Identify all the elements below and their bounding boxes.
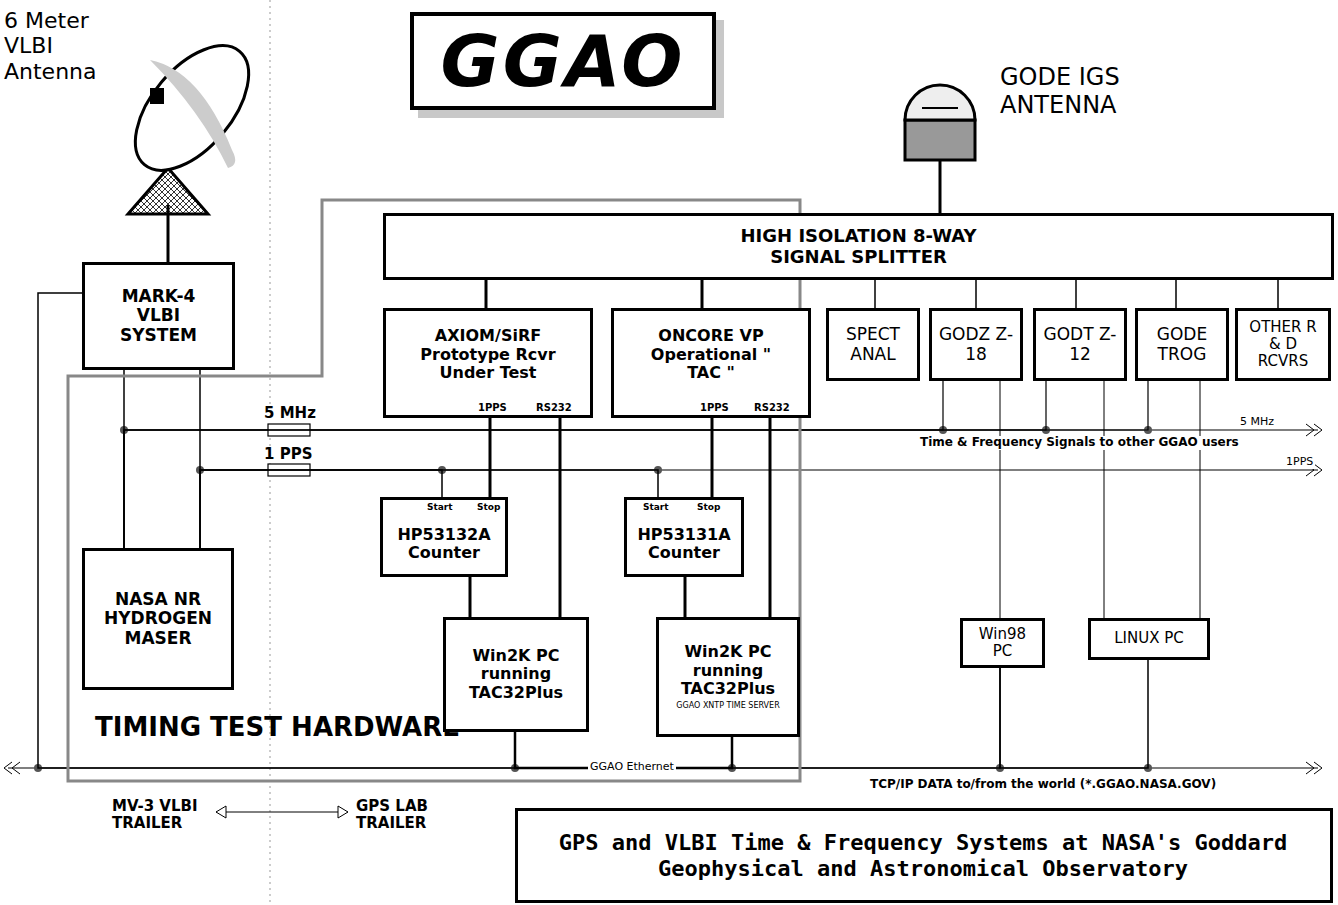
computer-box: Win2K PC running TAC32Plus	[443, 617, 589, 732]
signal-label: MV-3 VLBI TRAILER	[112, 798, 222, 833]
port-label: 1PPS	[700, 402, 729, 414]
signal-wire	[1175, 280, 1177, 308]
port-label: RS232	[754, 402, 790, 414]
port-label: Start	[643, 502, 669, 512]
node-label: OTHER R & D RCVRS	[1242, 319, 1324, 371]
bus-arrow	[1314, 424, 1322, 436]
signal-wire	[701, 280, 704, 308]
receiver-box: GODZ Z-18	[929, 308, 1023, 381]
dish-reflector	[114, 26, 270, 191]
signal-label: 5 MHz	[1238, 416, 1276, 429]
node-label: Win2K PC running TAC32Plus	[666, 643, 791, 698]
receiver-box: ONCORE VP Operational " TAC " 1PPS RS232	[611, 308, 811, 418]
dish-shading	[150, 60, 235, 168]
signal-wire	[769, 418, 772, 617]
port-label: Stop	[477, 502, 500, 512]
trailer-arrow	[216, 812, 348, 813]
computer-box: Win2K PC running TAC32PlusGGAO XNTP TIME…	[656, 617, 800, 737]
computer-box: Win98 PC	[960, 618, 1045, 668]
signal-wire	[975, 280, 977, 308]
signal-label: GGAO Ethernet	[588, 761, 676, 774]
signal-label: GPS LAB TRAILER	[356, 798, 446, 833]
node-label: Win2K PC running TAC32Plus	[454, 647, 579, 702]
signal-label: TCP/IP DATA to/from the world (*.GGAO.NA…	[868, 778, 1218, 792]
node-label: MARK-4 VLBI SYSTEM	[109, 287, 209, 346]
signal-label: Time & Frequency Signals to other GGAO u…	[918, 436, 1241, 450]
node-label: GODZ Z-18	[936, 325, 1016, 364]
caption-box: GPS and VLBI Time & Frequency Systems at…	[515, 808, 1333, 903]
signal-wire	[1104, 381, 1105, 618]
node-label: TIMING TEST HARDWARE	[95, 713, 460, 743]
receiver-box: GODT Z-12	[1033, 308, 1127, 381]
node-label: GODT Z-12	[1040, 325, 1120, 364]
region-outline: TIMING TEST HARDWARE NASA NR HYDROGEN MAS…	[66, 198, 802, 783]
signal-wire	[1200, 381, 1201, 618]
signal-wire	[1000, 381, 1001, 618]
signal-wire	[1075, 280, 1077, 308]
signal-wire	[711, 418, 714, 497]
signal-wire	[1000, 660, 1148, 768]
trailer-arrow	[338, 806, 348, 818]
port-label: Start	[427, 502, 453, 512]
signal-label: GODE IGS ANTENNA	[1000, 64, 1170, 119]
node-label: ONCORE VP Operational " TAC "	[636, 327, 786, 382]
splitter-box: HIGH ISOLATION 8-WAY SIGNAL SPLITTER	[383, 213, 1334, 280]
system-box: MARK-4 VLBI SYSTEM	[82, 262, 235, 370]
signal-wire	[684, 577, 687, 617]
node-label: LINUX PC	[1114, 630, 1184, 647]
port-label: 1PPS	[478, 402, 507, 414]
bus-arrow	[1314, 762, 1322, 774]
instrument-box: SPECT ANAL	[826, 308, 920, 381]
port-label: RS232	[536, 402, 572, 414]
antenna-pedestal	[128, 168, 208, 214]
computer-box: LINUX PC	[1088, 618, 1210, 660]
node-label: HP53131A Counter	[631, 526, 737, 563]
signal-wire	[1277, 280, 1279, 308]
signal-label: 5 MHz	[262, 405, 318, 422]
maser-box: NASA NR HYDROGEN MASER	[82, 548, 234, 690]
signal-wire	[559, 418, 562, 617]
dish-feed	[150, 88, 164, 104]
receiver-box: OTHER R & D RCVRS	[1235, 308, 1331, 381]
bus-arrow	[4, 762, 12, 774]
receiver-box: AXIOM/SiRF Prototype Rcvr Under Test 1PPS…	[383, 308, 593, 418]
node-label: AXIOM/SiRF Prototype Rcvr Under Test	[403, 327, 573, 382]
junction-dots	[34, 426, 1152, 772]
signal-label: 1 PPS	[262, 446, 314, 463]
node-label: HIGH ISOLATION 8-WAY SIGNAL SPLITTER	[724, 226, 994, 267]
node-label: NASA NR HYDROGEN MASER	[98, 590, 218, 649]
signal-wire	[489, 418, 492, 497]
antenna-element	[922, 107, 958, 109]
antenna-dome	[905, 85, 975, 120]
bus-arrow	[1306, 762, 1314, 774]
node-label: SPECT ANAL	[833, 325, 913, 364]
node-label: GPS and VLBI Time & Frequency Systems at…	[558, 830, 1288, 881]
counter-box: HP53131A Counter Start Stop	[624, 497, 744, 577]
receiver-box: GODE TROG	[1135, 308, 1229, 381]
signal-wire	[874, 280, 876, 308]
node-label: HP53132A Counter	[387, 526, 501, 563]
signal-label: 6 Meter VLBI Antenna	[4, 8, 99, 84]
antenna-cable	[939, 160, 942, 213]
counter-box: HP53132A Counter Start Stop	[380, 497, 508, 577]
port-label: Stop	[697, 502, 720, 512]
signal-label: 1PPS	[1284, 456, 1315, 469]
signal-wire	[469, 577, 472, 617]
title-box: GGAO	[410, 12, 716, 110]
trailer-arrow	[216, 806, 226, 818]
antenna-base	[905, 120, 975, 160]
bus-arrow	[12, 762, 20, 774]
node-label: Win98 PC	[968, 626, 1038, 661]
node-label: GODE TROG	[1142, 325, 1222, 364]
region-border	[68, 200, 800, 781]
port-label: GGAO XNTP TIME SERVER	[676, 701, 779, 710]
node-label: GGAO	[441, 20, 686, 103]
signal-wire	[485, 280, 488, 308]
bus-arrow	[1306, 424, 1314, 436]
